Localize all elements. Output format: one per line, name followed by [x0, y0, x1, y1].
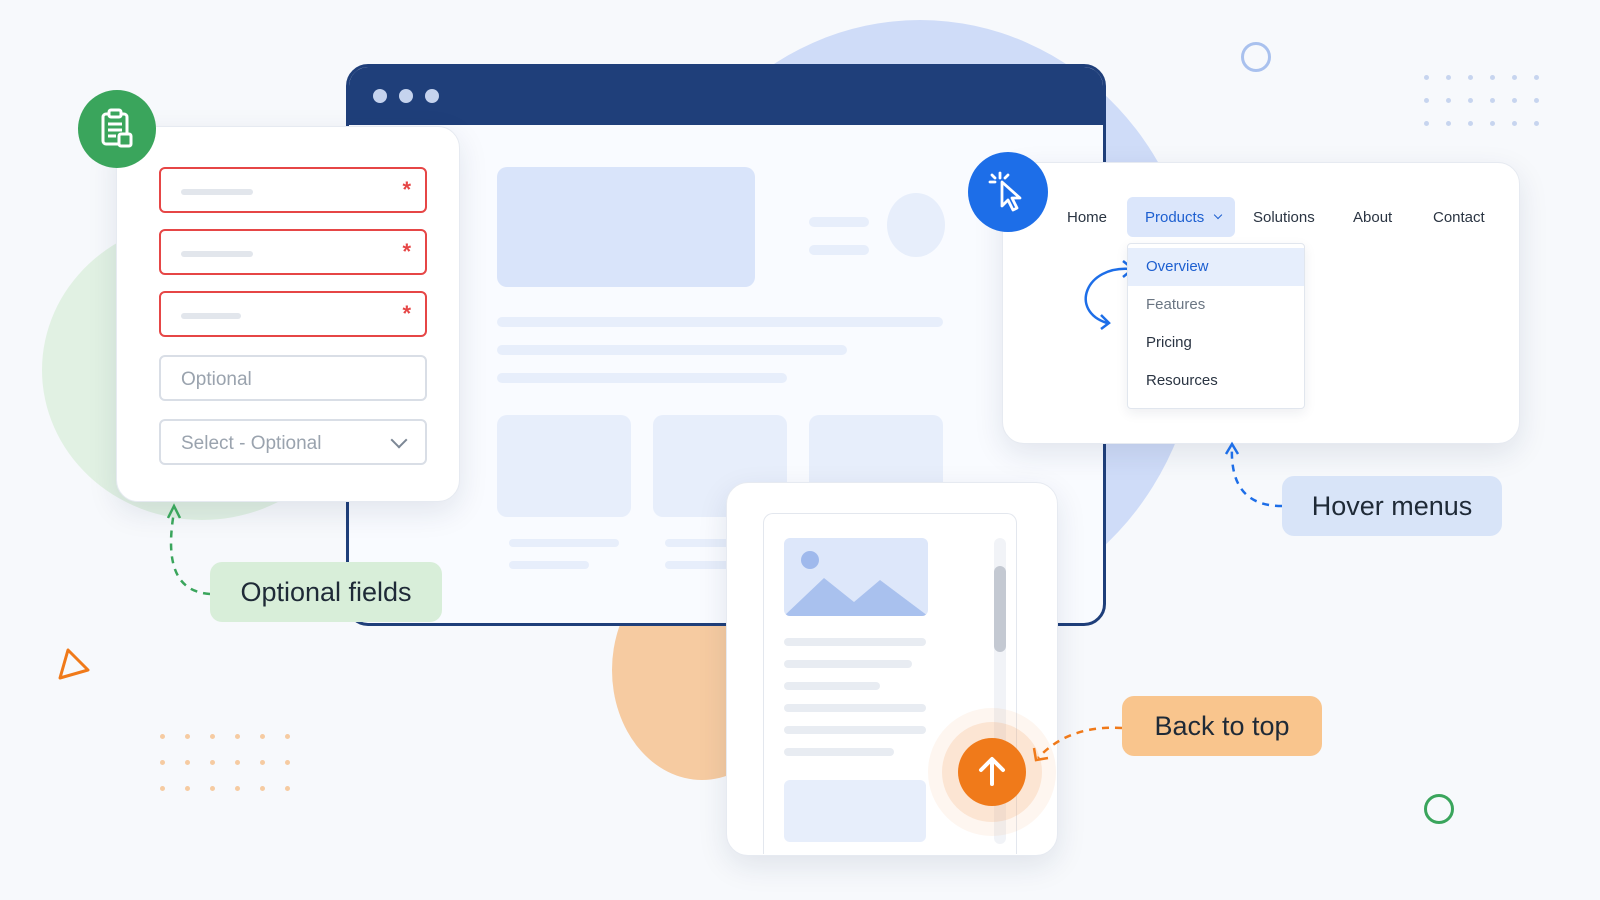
card-placeholder	[497, 415, 631, 517]
hover-menus-label: Hover menus	[1282, 476, 1502, 536]
products-dropdown: Overview Features Pricing Resources	[1127, 243, 1305, 409]
text-placeholder	[665, 561, 735, 569]
required-asterisk: *	[402, 301, 411, 326]
decorative-ring-blue	[1241, 42, 1271, 72]
text-placeholder	[784, 660, 912, 668]
required-field[interactable]: *	[159, 291, 427, 337]
text-placeholder	[497, 345, 847, 355]
input-placeholder-bar	[181, 189, 253, 195]
nav-item-home[interactable]: Home	[1067, 209, 1108, 226]
form-card: * * * Optional Select - Optional	[116, 126, 460, 502]
decorative-triangle-icon	[58, 648, 90, 680]
input-placeholder-bar	[181, 251, 253, 257]
dropdown-item-resources[interactable]: Resources	[1128, 362, 1304, 400]
decorative-dot-grid	[160, 734, 290, 791]
optional-fields-label: Optional fields	[210, 562, 442, 622]
text-placeholder	[809, 245, 869, 255]
dropdown-item-overview[interactable]: Overview	[1128, 248, 1304, 286]
nav-menu-card: Home Products Solutions About Contact Ov…	[1002, 162, 1520, 444]
curved-arrow-icon	[166, 503, 211, 596]
avatar-placeholder	[887, 193, 945, 257]
chevron-down-icon	[1213, 210, 1223, 220]
text-placeholder	[497, 373, 787, 383]
curved-arrow-icon	[1224, 441, 1283, 508]
text-placeholder	[509, 561, 589, 569]
text-placeholder	[497, 317, 943, 327]
text-placeholder	[784, 638, 926, 646]
optional-placeholder: Optional	[181, 369, 252, 390]
window-dot	[425, 89, 439, 103]
dropdown-item-label: Overview	[1146, 258, 1209, 275]
text-placeholder	[809, 217, 869, 227]
required-asterisk: *	[402, 177, 411, 202]
back-to-top-label: Back to top	[1122, 696, 1322, 756]
required-field[interactable]: *	[159, 167, 427, 213]
curved-arrow-icon	[1032, 726, 1123, 762]
required-field[interactable]: *	[159, 229, 427, 275]
text-placeholder	[509, 539, 619, 547]
dropdown-item-label: Resources	[1146, 372, 1218, 389]
text-placeholder	[784, 726, 926, 734]
dropdown-item-label: Pricing	[1146, 334, 1192, 351]
nav-item-solutions[interactable]: Solutions	[1253, 209, 1315, 226]
nav-item-label: Products	[1145, 209, 1205, 226]
input-placeholder-bar	[181, 313, 241, 319]
chevron-down-icon	[390, 431, 408, 449]
text-placeholder	[784, 682, 880, 690]
browser-title-bar	[349, 67, 1103, 125]
decorative-ring-green	[1424, 794, 1454, 824]
window-dot	[399, 89, 413, 103]
scrollbar-thumb[interactable]	[994, 566, 1006, 652]
back-to-top-button[interactable]	[958, 738, 1026, 806]
dropdown-item-pricing[interactable]: Pricing	[1128, 324, 1304, 362]
dropdown-item-features[interactable]: Features	[1128, 286, 1304, 324]
nav-item-contact[interactable]: Contact	[1433, 209, 1485, 226]
optional-select[interactable]: Select - Optional	[159, 419, 427, 465]
clipboard-icon	[78, 90, 156, 168]
nav-item-about[interactable]: About	[1353, 209, 1393, 226]
card-placeholder	[784, 780, 926, 842]
image-placeholder-icon	[784, 538, 928, 616]
required-asterisk: *	[402, 239, 411, 264]
decorative-dot-grid	[1424, 75, 1539, 126]
optional-input[interactable]: Optional	[159, 355, 427, 401]
cursor-click-icon	[968, 152, 1048, 232]
hero-image-placeholder	[497, 167, 755, 287]
nav-item-products[interactable]: Products	[1127, 197, 1235, 237]
dropdown-item-label: Features	[1146, 296, 1206, 313]
text-placeholder	[665, 539, 765, 547]
text-placeholder	[784, 704, 926, 712]
select-placeholder: Select - Optional	[181, 433, 322, 454]
text-placeholder	[784, 748, 894, 756]
arrow-up-icon	[979, 757, 1005, 786]
window-dot	[373, 89, 387, 103]
